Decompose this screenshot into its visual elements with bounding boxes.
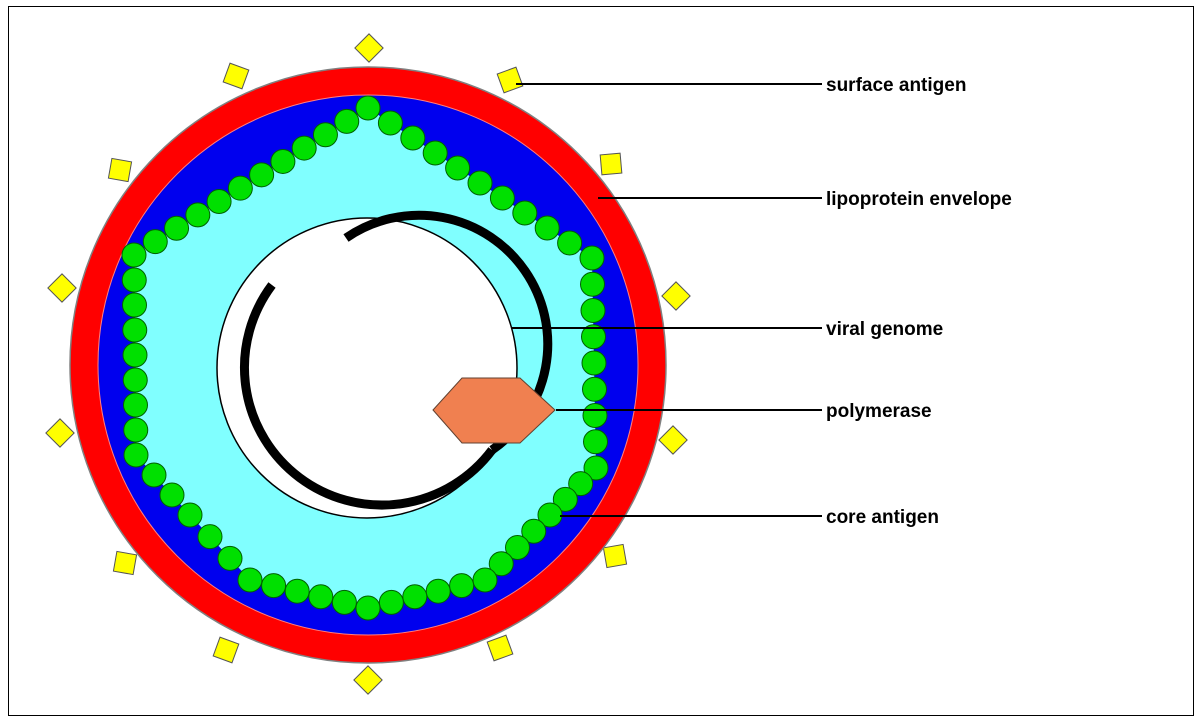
core-antigen-bead <box>285 579 309 603</box>
label-surface-antigen: surface antigen <box>826 75 966 96</box>
core-antigen-bead <box>423 141 447 165</box>
core-antigen-bead <box>143 230 167 254</box>
core-antigen-bead <box>582 351 606 375</box>
surface-antigen-square <box>600 153 622 175</box>
core-antigen-bead <box>581 299 605 323</box>
core-antigen-bead <box>198 525 222 549</box>
surface-antigen-square <box>48 274 76 302</box>
core-antigen-bead <box>378 111 402 135</box>
core-antigen-bead <box>401 126 425 150</box>
core-antigen-bead <box>468 171 492 195</box>
core-antigen-bead <box>313 123 337 147</box>
core-antigen-bead <box>178 503 202 527</box>
core-antigen-bead <box>218 546 242 570</box>
label-core-antigen: core antigen <box>826 507 939 528</box>
core-antigen-bead <box>123 368 147 392</box>
core-antigen-bead <box>558 231 582 255</box>
core-antigen-bead <box>513 201 537 225</box>
label-polymerase: polymerase <box>826 401 932 422</box>
label-lipoprotein-envelope: lipoprotein envelope <box>826 189 1012 210</box>
surface-antigen-square <box>113 551 136 574</box>
core-antigen-bead <box>446 156 470 180</box>
core-antigen-bead <box>124 418 148 442</box>
core-antigen-bead <box>403 585 427 609</box>
core-antigen-bead <box>165 216 189 240</box>
core-antigen-bead <box>123 318 147 342</box>
surface-antigen-square <box>487 635 513 661</box>
surface-antigen-square <box>659 426 687 454</box>
core-antigen-bead <box>581 272 605 296</box>
core-antigen-bead <box>271 149 295 173</box>
surface-antigen-square <box>354 666 382 694</box>
label-viral-genome: viral genome <box>826 319 943 340</box>
surface-antigen-square <box>603 544 626 567</box>
core-antigen-bead <box>335 109 359 133</box>
surface-antigen-square <box>108 158 131 181</box>
core-antigen-bead <box>379 590 403 614</box>
core-antigen-bead <box>332 590 356 614</box>
surface-antigen-square <box>46 419 74 447</box>
core-antigen-bead <box>124 393 148 417</box>
core-antigen-bead <box>186 203 210 227</box>
core-antigen-bead <box>238 568 262 592</box>
core-antigen-bead <box>142 463 166 487</box>
core-antigen-bead <box>490 186 514 210</box>
surface-antigen-square <box>497 67 523 93</box>
core-antigen-bead <box>583 377 607 401</box>
core-antigen-bead <box>356 96 380 120</box>
core-antigen-bead <box>122 268 146 292</box>
core-antigen-bead <box>160 483 184 507</box>
core-antigen-bead <box>583 404 607 428</box>
core-antigen-bead <box>122 243 146 267</box>
core-antigen-bead <box>584 430 608 454</box>
core-antigen-bead <box>250 163 274 187</box>
surface-antigen-square <box>662 282 690 310</box>
core-antigen-bead <box>123 293 147 317</box>
core-antigen-bead <box>228 176 252 200</box>
core-antigen-bead <box>292 136 316 160</box>
core-antigen-bead <box>123 343 147 367</box>
core-antigen-bead <box>426 579 450 603</box>
core-antigen-bead <box>450 574 474 598</box>
core-antigen-bead <box>262 574 286 598</box>
surface-antigen-square <box>355 34 383 62</box>
core-antigen-bead <box>207 190 231 214</box>
core-antigen-bead <box>535 216 559 240</box>
surface-antigen-square <box>213 637 239 663</box>
surface-antigen-square <box>223 63 249 89</box>
core-antigen-bead <box>473 568 497 592</box>
core-antigen-bead <box>580 246 604 270</box>
core-antigen-bead <box>309 585 333 609</box>
core-antigen-bead <box>356 596 380 620</box>
core-antigen-bead <box>124 443 148 467</box>
